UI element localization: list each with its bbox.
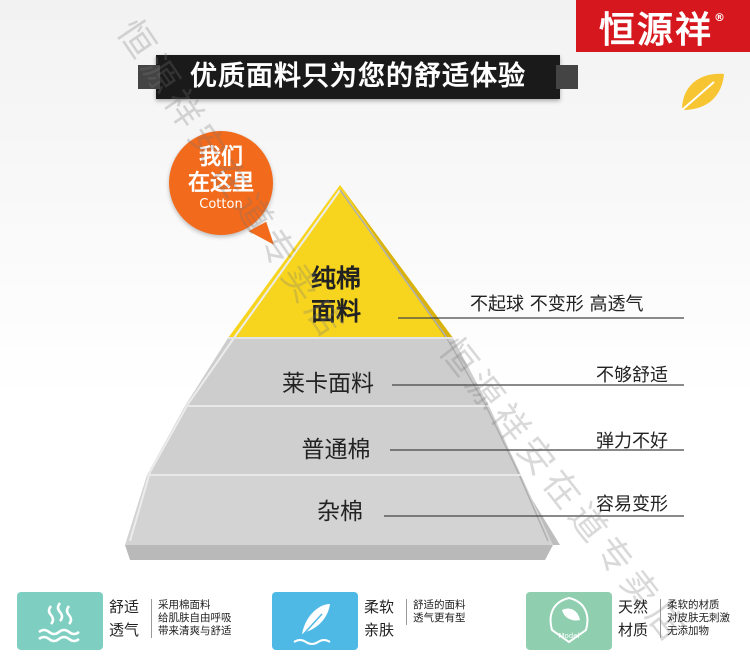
brand-name: 恒源祥 bbox=[598, 10, 713, 51]
tier-note-1: 不起球 不变形 高透气 bbox=[470, 294, 644, 315]
feature-desc: 采用棉面料给肌肤自由呼吸带来清爽与舒适 bbox=[151, 599, 232, 638]
feather-icon bbox=[272, 592, 358, 650]
badge-line1: 我们 bbox=[198, 145, 243, 170]
tier-label-top-line1: 纯棉 bbox=[310, 264, 361, 293]
tier-chunmian bbox=[228, 185, 453, 338]
feature-name: 舒适透气 bbox=[109, 598, 140, 639]
tier-label-4: 杂棉 bbox=[317, 499, 363, 525]
feature-name: 天然材质 bbox=[618, 598, 649, 639]
tier-note-4: 容易变形 bbox=[596, 494, 668, 515]
feature-natural: Model 天然材质 柔软的材质对皮肤无刺激无添加物 bbox=[526, 592, 750, 652]
tier-zaomian bbox=[125, 475, 553, 545]
feature-desc: 柔软的材质对皮肤无刺激无添加物 bbox=[660, 599, 730, 638]
tier-label-top-line2: 面料 bbox=[310, 297, 361, 326]
feature-soft: 柔软亲肤 舒适的面料透气更有型 bbox=[272, 592, 492, 652]
tier-label-2: 莱卡面料 bbox=[282, 371, 374, 397]
tier-putongmian bbox=[147, 406, 521, 475]
tier-laika bbox=[185, 338, 489, 406]
brand-registered-mark: ® bbox=[714, 11, 727, 24]
leaf-badge-icon: Model bbox=[526, 592, 612, 650]
tier-label-3: 普通棉 bbox=[301, 437, 371, 463]
brand-logo: 恒源祥® bbox=[576, 0, 750, 52]
steam-icon bbox=[17, 592, 103, 650]
tier-note-2: 不够舒适 bbox=[596, 365, 668, 386]
feature-breathable: 舒适透气 采用棉面料给肌肤自由呼吸带来清爽与舒适 bbox=[17, 592, 237, 652]
here-badge: 我们 在这里 Cotton bbox=[169, 131, 273, 235]
badge-line2: 在这里 bbox=[187, 171, 254, 196]
feature-name: 柔软亲肤 bbox=[364, 598, 395, 639]
headline-banner: 优质面料只为您的舒适体验 bbox=[138, 55, 578, 99]
feature-desc: 舒适的面料透气更有型 bbox=[406, 599, 466, 625]
headline-text: 优质面料只为您的舒适体验 bbox=[190, 61, 526, 92]
svg-text:Model: Model bbox=[558, 632, 579, 640]
badge-line3: Cotton bbox=[199, 197, 243, 212]
tier-note-3: 弹力不好 bbox=[596, 431, 668, 452]
tier-label-top: 纯棉 面料 bbox=[290, 262, 382, 328]
leaf-icon bbox=[681, 73, 724, 111]
